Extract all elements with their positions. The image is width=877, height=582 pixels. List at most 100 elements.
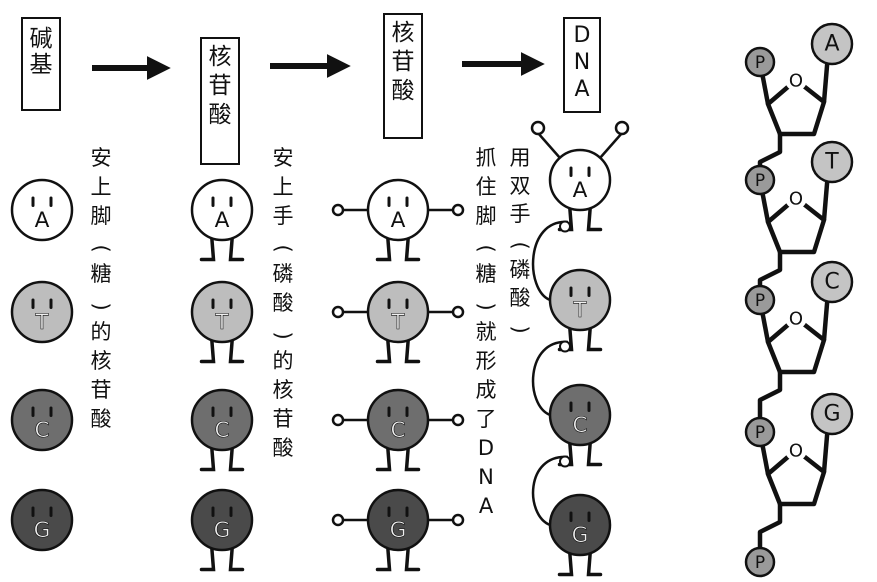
ring-oxygen-bg — [785, 187, 807, 209]
phosphate-circle — [744, 46, 776, 78]
left-leg — [557, 547, 574, 577]
base-letter: C — [572, 413, 587, 438]
ring-oxygen-bg — [785, 307, 807, 329]
base-letter: G — [572, 523, 589, 548]
ring-oxygen-bg — [785, 439, 807, 461]
hand — [331, 513, 345, 527]
left-leg — [375, 232, 392, 262]
base-letter: C — [214, 418, 229, 443]
nucleotide-character-T: T — [331, 280, 465, 364]
nucleotide-body — [366, 388, 430, 452]
phosphate-label: P — [755, 423, 765, 443]
left-leg — [375, 542, 392, 572]
nucleotide-body — [190, 178, 254, 242]
backbone-link — [757, 372, 783, 432]
right-leg — [404, 232, 421, 262]
hand — [331, 203, 345, 217]
caption-1: 安上脚糖的核苷酸 — [91, 146, 112, 431]
raised-arm — [537, 132, 561, 159]
base-letter: A — [391, 208, 406, 233]
phosphate-circle — [744, 546, 776, 578]
right-leg — [586, 202, 603, 232]
right-leg — [586, 322, 603, 352]
nucleotide-character-A: A — [10, 178, 74, 242]
left-leg — [199, 542, 216, 572]
phosphate-circle — [744, 416, 776, 448]
base-ball-letter: T — [824, 150, 839, 175]
base-ball — [810, 260, 854, 304]
right-leg — [228, 442, 245, 472]
nucleotide-character-C: C — [331, 388, 465, 472]
dna-chain-unit-T: T — [531, 268, 612, 417]
phosphate-label: P — [755, 171, 765, 191]
nucleotide-character-C: C — [190, 388, 254, 472]
nucleotide-body — [366, 280, 430, 344]
nucleotide-body — [10, 280, 74, 344]
nucleoside-column: A T C G — [190, 178, 254, 572]
stage-label-nucleotide: 核苷酸 — [383, 13, 423, 139]
linking-arm — [531, 455, 569, 527]
nucleotide-character-T: T — [190, 280, 254, 364]
hand — [559, 340, 571, 353]
ring-oxygen-label: O — [789, 189, 803, 210]
phosphate-circle — [744, 284, 776, 316]
dna-chain-unit-G: G — [548, 493, 612, 577]
dna-chain-unit-A: A — [530, 120, 630, 302]
base-letter: G — [34, 518, 51, 543]
nucleotide-body — [190, 388, 254, 452]
right-leg — [228, 542, 245, 572]
right-leg — [404, 542, 421, 572]
right-leg — [586, 547, 603, 577]
base-ball-letter: A — [824, 32, 839, 57]
base-letter: A — [215, 208, 230, 233]
hand — [451, 305, 465, 319]
ring-oxygen-bg — [785, 69, 807, 91]
base-letter: T — [34, 310, 49, 335]
nucleotide-body — [366, 488, 430, 552]
base-ball — [810, 140, 854, 184]
base-letter: A — [35, 208, 50, 233]
phosphate: P — [744, 284, 776, 316]
right-leg — [228, 232, 245, 262]
base-ball — [810, 22, 854, 66]
hand — [559, 455, 571, 468]
nucleotide-character-G: G — [190, 488, 254, 572]
ring-oxygen-label: O — [789, 309, 803, 330]
hand — [331, 305, 345, 319]
ring-oxygen-label: O — [789, 441, 803, 462]
left-leg — [199, 442, 216, 472]
phosphate-label: P — [755, 291, 765, 311]
right-leg — [228, 334, 245, 364]
base-letter: G — [214, 518, 231, 543]
phosphate-label: P — [755, 53, 765, 73]
nucleotide-body — [10, 488, 74, 552]
nucleotide-body — [190, 280, 254, 344]
right-leg — [404, 442, 421, 472]
nucleotide-character-G: G — [10, 488, 74, 552]
base-letter: T — [214, 310, 229, 335]
nucleotide-character-C: C — [10, 388, 74, 452]
base-letter: C — [390, 418, 405, 443]
phosphate: P — [744, 164, 776, 196]
vertical-bracket: ( — [89, 244, 113, 252]
left-leg — [199, 334, 216, 364]
dna-chain-column: AT C G — [530, 120, 630, 577]
base-letter: C — [34, 418, 49, 443]
base-column: A T C G — [10, 178, 74, 552]
stage-label-nucleotide-text: 核苷酸 — [392, 20, 415, 104]
base-letter: T — [572, 298, 587, 323]
hand — [331, 413, 345, 427]
nucleotide-column: A T C G — [331, 178, 465, 572]
left-leg — [375, 442, 392, 472]
strand-unit-C: OC — [757, 260, 854, 432]
base-letter: G — [390, 518, 407, 543]
base-letter: T — [390, 310, 405, 335]
nucleotide-body — [548, 268, 612, 332]
linking-arm — [531, 220, 569, 302]
strand-unit-G: OG — [757, 392, 854, 562]
nucleotide-body — [190, 488, 254, 552]
hand — [451, 203, 465, 217]
